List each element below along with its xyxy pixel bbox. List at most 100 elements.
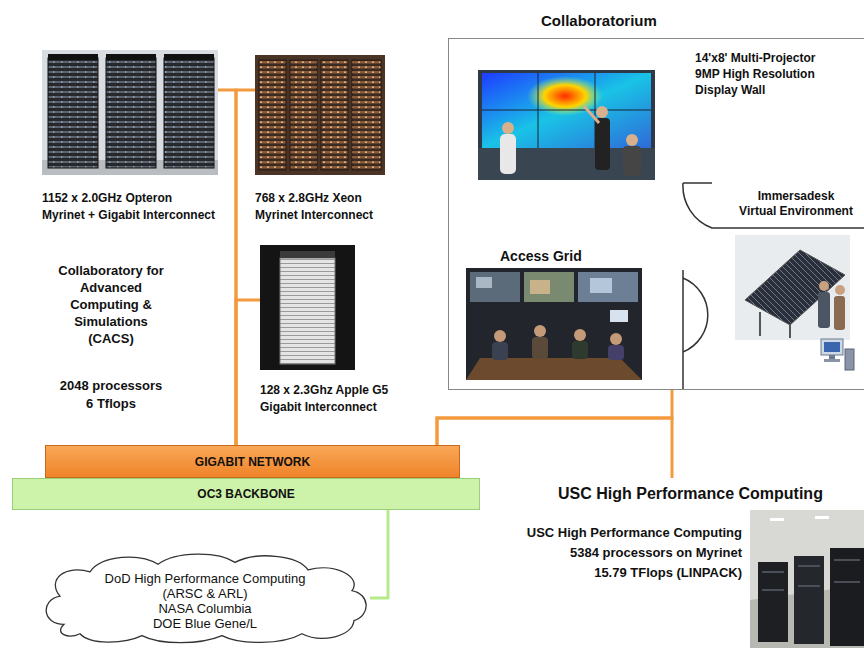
network-link (236, 300, 260, 445)
access-grid-photo (524, 272, 574, 302)
cluster-caption: Myrinet + Gigabit Interconnect (42, 207, 215, 223)
immersadesk-photo (819, 281, 829, 291)
cloud-node: DoD High Performance Computing (ARSC & A… (40, 553, 370, 645)
room-title: Collaboratorium (541, 12, 657, 30)
usc-cluster-photo (794, 556, 824, 644)
site-text: 5384 processors on Myrinet (470, 544, 742, 561)
immersadesk: ImmersadeskVirtual Environment (735, 188, 859, 374)
bar-label: OC3 BACKBONE (13, 486, 479, 502)
room-walls (683, 183, 864, 390)
cluster-label: 6 Tflops (55, 395, 167, 412)
room-walls (683, 270, 708, 390)
display-wall: 14'x8' Multi-Projector 9MP High Resoluti… (478, 50, 858, 180)
opteron-rack-photo (42, 50, 218, 175)
immersadesk-photo (735, 235, 850, 340)
cluster-node: 1152 x 2.0GHz OpteronMyrinet + Gigabit I… (42, 50, 218, 225)
access-grid: Access Grid (466, 248, 642, 382)
equipment-caption: Immersadesk (735, 188, 857, 204)
room-walls (683, 183, 864, 228)
immersadesk-photo (760, 312, 790, 338)
display-wall-photo (623, 146, 641, 176)
display-wall-photo (596, 106, 608, 118)
opteron-rack-photo (106, 58, 156, 168)
immersadesk-photo (834, 296, 845, 330)
g5-rack-photo (280, 258, 335, 364)
access-grid-photo (530, 280, 550, 294)
xeon-rack-photo (321, 60, 348, 170)
cloud-outline (46, 554, 366, 642)
access-grid-photo (492, 342, 508, 360)
bar-label: GIGABIT NETWORK (46, 454, 459, 470)
immersadesk-photo (835, 285, 845, 295)
computer-icon (821, 339, 854, 370)
access-grid-photo (534, 325, 546, 337)
access-grid-photo (470, 272, 520, 302)
usc-cluster-photo (750, 510, 864, 648)
xeon-rack-photo (290, 60, 317, 170)
cluster-node: 768 x 2.8GHz XeonMyrinet Interconnect (255, 55, 385, 225)
usc-cluster-photo (758, 562, 788, 642)
usc-cluster-photo (830, 548, 864, 646)
access-grid-photo (608, 345, 624, 360)
hpc-site: USC High Performance ComputingUSC High P… (470, 478, 864, 648)
access-grid-photo (466, 358, 642, 380)
g5-rack-photo (260, 245, 355, 370)
access-grid-photo (572, 341, 588, 359)
opteron-rack-photo (48, 58, 98, 168)
cluster-caption: 1152 x 2.0GHz Opteron (42, 190, 172, 206)
access-grid-photo (494, 330, 506, 342)
backbone-bar: OC3 BACKBONE (12, 478, 480, 510)
network-link (218, 90, 236, 445)
access-grid-photo (610, 310, 628, 322)
immersadesk-photo (818, 292, 830, 328)
usc-cluster-photo (750, 510, 864, 648)
access-grid-photo (466, 268, 642, 380)
cluster-node: 128 x 2.3Ghz Apple G5Gigabit Interconnec… (260, 245, 392, 417)
access-grid-photo (476, 277, 492, 288)
display-wall-photo (500, 134, 516, 174)
opteron-rack-photo (164, 58, 214, 168)
network-link (437, 418, 672, 478)
opteron-rack-photo (164, 54, 214, 60)
cluster-label: 2048 processors (55, 377, 167, 394)
usc-cluster-photo (815, 516, 829, 519)
g5-rack-photo (280, 251, 335, 258)
access-grid-photo (532, 337, 548, 359)
display-wall-photo (595, 118, 610, 170)
site-list: DoD High Performance Computing (ARSC & A… (97, 571, 313, 601)
access-grid-photo (574, 329, 586, 341)
xeon-rack-photo (255, 55, 385, 175)
xeon-rack-photo (259, 60, 286, 170)
site-text: USC High Performance Computing (470, 524, 742, 541)
site-list: DOE Blue Gene/L (97, 616, 313, 631)
network-link (370, 510, 388, 598)
computer-icon (824, 359, 840, 362)
site-text: 15.79 TFlops (LINPACK) (470, 564, 742, 581)
site-list: NASA Columbia (97, 601, 313, 616)
equipment-caption: 14'x8' Multi-Projector 9MP High Resoluti… (695, 50, 823, 98)
access-grid-photo (578, 272, 638, 302)
display-wall-photo (478, 70, 655, 180)
computer-icon (829, 355, 835, 359)
room-box: Collaboratorium14'x8' Multi-Projector 9M… (448, 38, 864, 390)
access-grid-photo (466, 268, 642, 380)
access-grid-photo (590, 278, 612, 293)
equipment-caption: Virtual Environment (735, 203, 857, 219)
xeon-rack-photo (255, 55, 385, 175)
display-wall-photo (478, 70, 655, 180)
g5-rack-photo (260, 245, 355, 370)
usc-cluster-photo (762, 560, 860, 590)
display-wall-photo (584, 106, 599, 123)
computer-icon (845, 349, 854, 370)
computer-icon (821, 339, 843, 355)
cluster-caption: 128 x 2.3Ghz Apple G5 (260, 382, 388, 398)
usc-cluster-photo (770, 518, 784, 521)
xeon-rack-photo (352, 60, 381, 170)
cluster-caption: Myrinet Interconnect (255, 207, 373, 223)
immersadesk-photo (735, 235, 850, 340)
display-wall-photo (502, 122, 514, 134)
opteron-rack-photo (48, 54, 98, 60)
cluster-label: Collaboratory for Advanced Computing & S… (55, 262, 167, 347)
